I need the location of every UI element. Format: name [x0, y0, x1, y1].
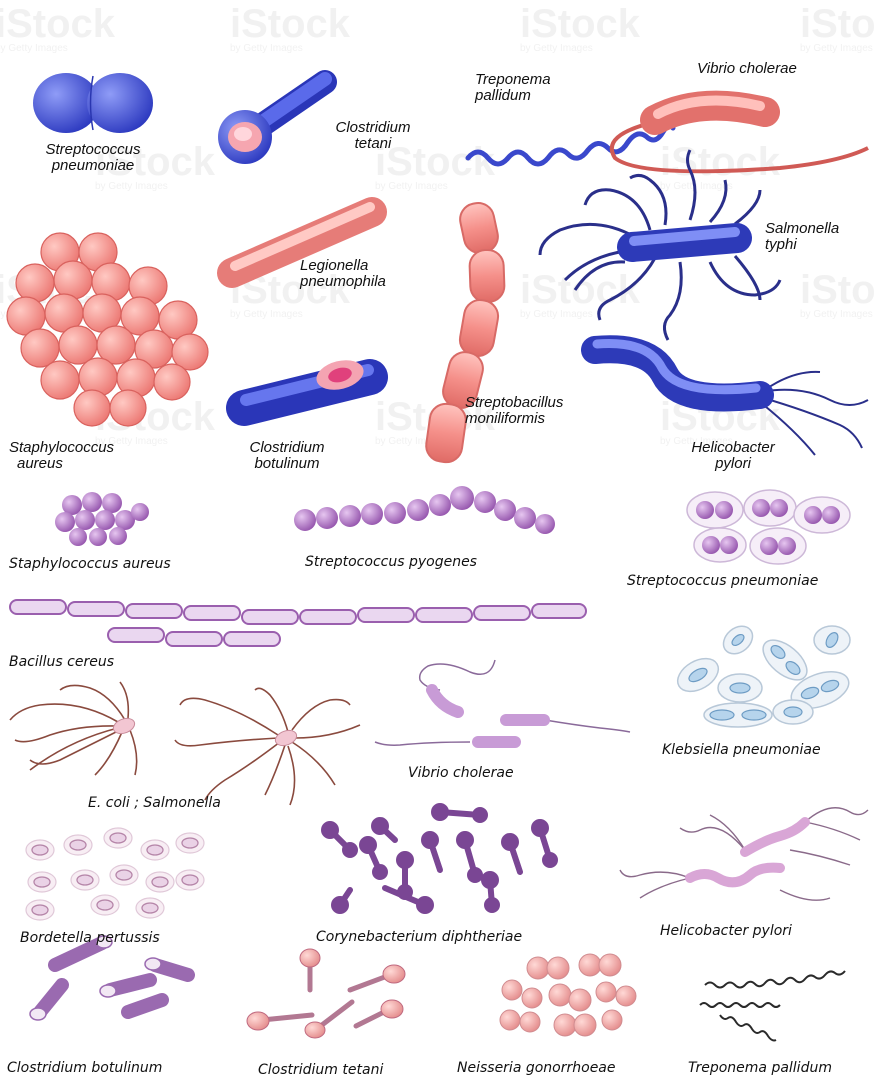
- streptococcus-pneumoniae-drawing: [33, 73, 153, 133]
- clostridium-tetani-drawing: [218, 79, 325, 164]
- treponema-pallidum-small-drawing: [700, 971, 845, 1041]
- label-bordetella-pertussis: Bordetella pertussis: [20, 931, 160, 946]
- ecoli-bodies: [111, 716, 298, 749]
- treponema-pallidum-drawing: [468, 126, 673, 164]
- corynebacterium-diphtheriae-drawing: [324, 806, 555, 911]
- streptococcus-pyogenes-drawing: [294, 486, 555, 534]
- label-clostridium-botulinum-small: Clostridium botulinum: [7, 1061, 162, 1076]
- clostridium-botulinum-small-drawing: [30, 936, 188, 1020]
- label-treponema-pallidum-small: Treponema pallidum: [688, 1061, 832, 1076]
- vibrio-cholerae-small-drawing: [375, 660, 630, 745]
- label-staphylococcus-aureus-small: Staphylococcus aureus: [9, 557, 171, 572]
- staphylococcus-aureus-cluster-drawing: [7, 233, 208, 426]
- staphylococcus-aureus-small-drawing: [55, 492, 149, 546]
- label-klebsiella-pneumoniae: Klebsiella pneumoniae: [662, 743, 821, 758]
- neisseria-gonorrhoeae-drawing: [500, 954, 636, 1036]
- label-streptococcus-pyogenes: Streptococcus pyogenes: [305, 555, 477, 570]
- label-neisseria-gonorrhoeae: Neisseria gonorrhoeae: [457, 1061, 616, 1076]
- label-vibrio-cholerae-small: Vibrio cholerae: [408, 766, 514, 781]
- clostridium-tetani-small-drawing: [247, 949, 405, 1038]
- helicobacter-pylori-small-drawing: [620, 808, 868, 900]
- salmonella-body: [632, 232, 737, 247]
- ecoli-salmonella-drawing: [10, 682, 360, 805]
- label-helicobacter-pylori-small: Helicobacter pylori: [660, 924, 792, 939]
- vibrio-cholerae-drawing: [612, 101, 868, 172]
- label-bacillus-cereus: Bacillus cereus: [9, 655, 114, 670]
- label-clostridium-tetani-small: Clostridium tetani: [258, 1063, 383, 1078]
- label-vibrio-cholerae: Vibrio cholerae: [697, 61, 797, 77]
- bordetella-pertussis-drawing: [26, 828, 204, 920]
- klebsiella-pneumoniae-drawing: [672, 621, 854, 727]
- clostridium-botulinum-drawing: [244, 356, 370, 408]
- label-streptococcus-pneumoniae-small: Streptococcus pneumoniae: [627, 574, 818, 589]
- streptococcus-pneumoniae-capsule-drawing: [687, 490, 850, 564]
- label-corynebacterium-diphtheriae: Corynebacterium diphtheriae: [316, 930, 522, 945]
- label-ecoli-salmonella: E. coli ; Salmonella: [88, 796, 221, 811]
- bacillus-cereus-drawing: [10, 600, 586, 646]
